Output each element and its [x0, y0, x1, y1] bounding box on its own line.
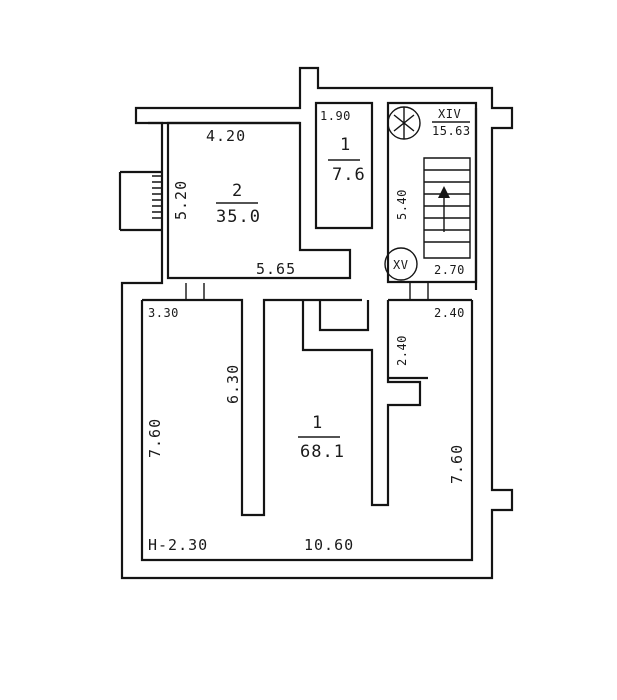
room-1-main-number: 1: [312, 413, 323, 433]
room-2-number: 2: [232, 181, 243, 201]
stair-marker-xv: XV: [393, 258, 408, 272]
room-1-main-walls: [142, 282, 472, 517]
room-labels: 2 35.0 1 7.6 1 68.1 XIV 15.63 XV: [216, 107, 471, 462]
room-1-small-area: 7.6: [332, 165, 366, 185]
dim-1060: 10.60: [304, 536, 354, 554]
dim-190: 1.90: [320, 109, 351, 123]
dim-760-right: 7.60: [448, 444, 466, 484]
stair-room-area: 15.63: [432, 124, 471, 138]
dim-330: 3.30: [148, 306, 179, 320]
dim-760-left: 7.60: [146, 418, 164, 458]
dimension-labels: 4.20 5.20 5.65 1.90 5.40 2.70 2.40 2.40 …: [146, 109, 466, 554]
room-1-small-walls: [314, 101, 374, 230]
room-2-area: 35.0: [216, 207, 261, 227]
dim-630: 6.30: [224, 364, 242, 404]
ceiling-height: H-2.30: [148, 536, 208, 554]
room-1-main-area: 68.1: [300, 442, 345, 462]
room-2-walls: [166, 121, 352, 280]
dim-565: 5.65: [256, 260, 296, 278]
stair-hall-walls: [384, 101, 478, 284]
room-1-small-number: 1: [340, 135, 351, 155]
stair-room-number: XIV: [438, 107, 461, 121]
dim-240-top: 2.40: [434, 306, 465, 320]
dim-420: 4.20: [206, 127, 246, 145]
dim-240-side: 2.40: [395, 335, 409, 366]
dim-270: 2.70: [434, 263, 465, 277]
dim-520: 5.20: [172, 180, 190, 220]
dim-540: 5.40: [395, 189, 409, 220]
